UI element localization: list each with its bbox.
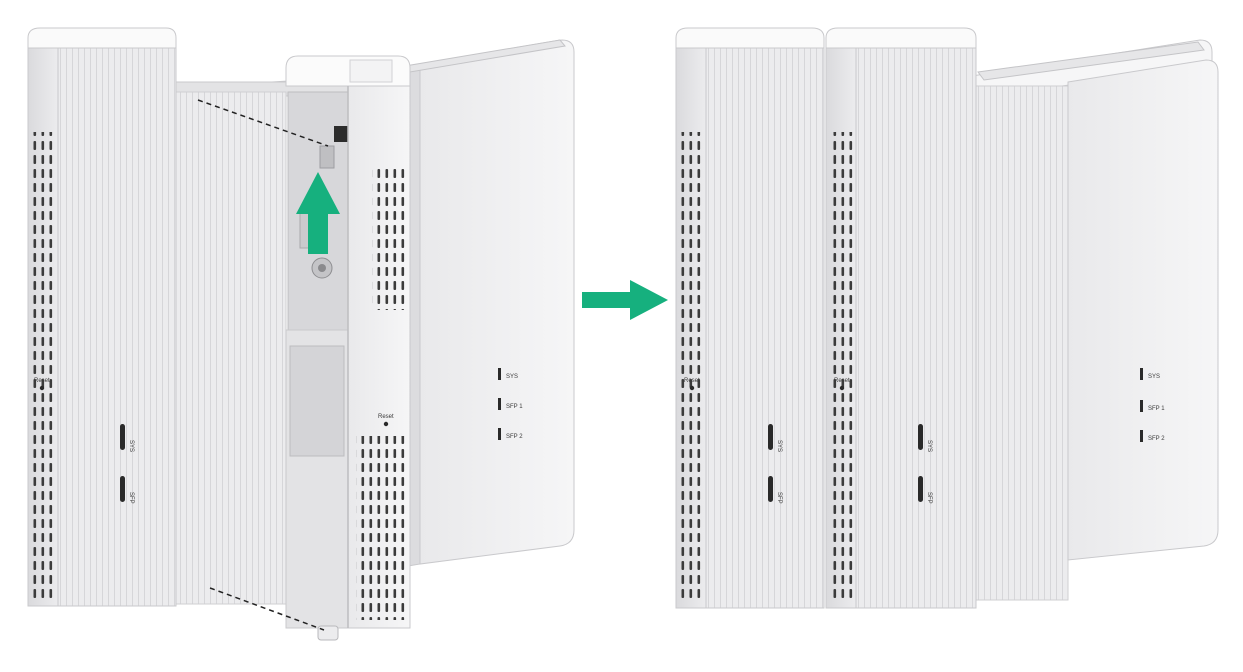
main-unit-front: [419, 39, 575, 565]
scene-after: SYS SFP 1 SFP 2 Reset SYS SFP Reset: [675, 27, 1219, 609]
left-module-reset-hole: [39, 385, 45, 391]
after-left-module-reset-hole: [689, 385, 695, 391]
after-left-module-reset-label: Reset: [684, 378, 700, 384]
after-inserted-module-led-sys: [918, 424, 923, 450]
left-module-reset-label: Reset: [34, 378, 50, 384]
after-main-unit-led-label-sys: SYS: [1148, 374, 1160, 380]
after-main-unit: SYS SFP 1 SFP 2: [971, 39, 1219, 601]
after-inserted-module-reset-hole: [839, 385, 845, 391]
guide-line-top: [197, 99, 329, 147]
left-module-led-sfp: [120, 476, 125, 502]
after-inserted-module-led-label-sfp: SFP: [926, 492, 932, 504]
after-main-unit-led-sfp2: [1140, 430, 1143, 442]
arrow-up-icon: [296, 172, 340, 254]
after-inserted-module-top: [825, 27, 977, 53]
after-left-module-led-label-sys: SYS: [776, 440, 782, 452]
after-main-unit-front: [1067, 59, 1219, 561]
after-left-module-front: [705, 47, 825, 609]
inserted-module-vents-bottom: [356, 436, 406, 620]
after-inserted-module-reset-label: Reset: [834, 378, 850, 384]
left-module-vents: [33, 132, 55, 602]
left-module-led-label-sys: SYS: [128, 440, 134, 452]
after-left-module-vents: [681, 132, 703, 602]
after-left-module-led-label-sfp: SFP: [776, 492, 782, 504]
slot-connector-inner: [318, 264, 326, 272]
main-unit: SYS SFP 1 SFP 2: [171, 39, 575, 605]
after-main-unit-led-sys: [1140, 368, 1143, 380]
after-main-unit-led-label-sfp1: SFP 1: [1148, 406, 1165, 412]
after-left-module-top: [675, 27, 825, 53]
inserted-module-panel: [289, 345, 345, 457]
inserted-module-cap: [349, 59, 393, 83]
left-module-led-sys: [120, 424, 125, 450]
inserted-module: Reset: [285, 55, 411, 641]
main-unit-led-label-sfp1: SFP 1: [506, 404, 523, 410]
scene-before: SYS SFP 1 SFP 2 Reset SYS SFP: [27, 27, 575, 641]
slot-hook: [319, 145, 335, 169]
after-main-unit-top-rim: [977, 41, 1205, 81]
left-module-led-label-sfp: SFP: [128, 492, 134, 504]
after-inserted-module-front: [855, 47, 977, 609]
main-unit-ribbed-face: [175, 91, 287, 605]
after-left-module-led-sys: [768, 424, 773, 450]
inserted-module-reset-label: Reset: [378, 414, 394, 420]
after-main-unit-led-label-sfp2: SFP 2: [1148, 436, 1165, 442]
after-main-unit-led-sfp1: [1140, 400, 1143, 412]
after-main-unit-ribbed: [971, 85, 1069, 601]
arrow-right-icon: [582, 280, 668, 320]
after-inserted-module: Reset SYS SFP: [825, 27, 977, 609]
after-left-module-led-sfp: [768, 476, 773, 502]
guide-line-bottom: [209, 587, 325, 631]
inserted-module-reset-hole: [383, 421, 389, 427]
after-inserted-module-led-sfp: [918, 476, 923, 502]
after-left-module: Reset SYS SFP: [675, 27, 825, 609]
after-inserted-module-vents: [831, 132, 853, 602]
main-unit-led-sfp2: [498, 428, 501, 440]
left-module-front: [57, 47, 177, 607]
inserted-module-vents-top: [372, 168, 406, 310]
left-module-top: [27, 27, 177, 53]
main-unit-led-label-sfp2: SFP 2: [506, 434, 523, 440]
main-unit-led-sfp1: [498, 398, 501, 410]
main-unit-led-sys: [498, 368, 501, 380]
left-module: Reset SYS SFP: [27, 27, 177, 607]
after-inserted-module-led-label-sys: SYS: [926, 440, 932, 452]
main-unit-led-label-sys: SYS: [506, 374, 518, 380]
